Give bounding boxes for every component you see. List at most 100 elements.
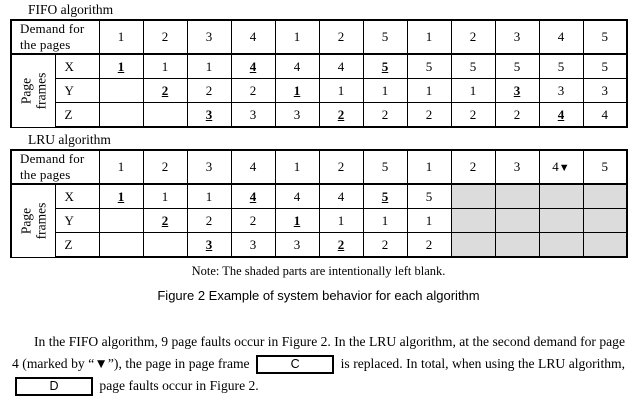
lru-demand-cell-1: 2	[142, 149, 188, 185]
lru-demand-cell-7: 1	[406, 149, 452, 185]
lru-z-3: 3	[230, 232, 276, 258]
lru-y-11	[582, 208, 628, 233]
lru-z-6: 2	[362, 232, 408, 258]
lru-y-1: 2	[142, 208, 188, 233]
lru-y-2: 2	[186, 208, 232, 233]
lru-z-10	[538, 232, 584, 258]
lru-y-3: 2	[230, 208, 276, 233]
table-row: Z 3 3 3 2 2 2 2 2 4 4	[11, 102, 628, 128]
fifo-demand-cell-4: 1	[274, 19, 320, 55]
fifo-y-1: 2	[142, 78, 188, 103]
fifo-z-7: 2	[406, 102, 452, 128]
table-row: Y 2 2 2 1 1 1 1	[11, 208, 628, 233]
lru-y-4: 1	[274, 208, 320, 233]
lru-x-3: 4	[230, 183, 276, 209]
fifo-frame-name-y: Y	[54, 78, 100, 103]
fifo-y-6: 1	[362, 78, 408, 103]
fifo-demand-cell-10: 4	[538, 19, 584, 55]
fifo-x-4: 4	[274, 53, 320, 79]
paragraph-body: In the FIFO algorithm, 9 page faults occ…	[12, 331, 625, 397]
lru-y-5: 1	[318, 208, 364, 233]
lru-frame-name-y: Y	[54, 208, 100, 233]
lru-demand-cell-0: 1	[98, 149, 144, 185]
lru-x-11	[582, 183, 628, 209]
fifo-table-body: Demand for the pages 1 2 3 4 1 2 5 1 2 3…	[10, 19, 628, 128]
fifo-demand-label: Demand for the pages	[10, 19, 100, 55]
fifo-x-3: 4	[230, 53, 276, 79]
lru-z-0	[98, 232, 144, 258]
fifo-z-10: 4	[538, 102, 584, 128]
fifo-x-10: 5	[538, 53, 584, 79]
fifo-demand-cell-1: 2	[142, 19, 188, 55]
answer-box-d[interactable]: D	[15, 377, 93, 397]
table-row: Page frames X 1 1 1 4 4 4 5 5 5 5 5 5	[10, 53, 628, 128]
down-triangle-marker-icon: ▼	[558, 162, 570, 174]
fifo-y-7: 1	[406, 78, 452, 103]
lru-y-7: 1	[406, 208, 452, 233]
lru-x-8	[450, 183, 496, 209]
fifo-frame-name-x: X	[54, 53, 100, 79]
lru-frame-name-x: X	[54, 183, 100, 209]
lru-demand-cell-11: 5	[582, 149, 628, 185]
fifo-y-4: 1	[274, 78, 320, 103]
page-frames-rotated-text: Page frames	[18, 202, 48, 239]
lru-demand-value-10: 4	[552, 159, 559, 174]
lru-y-8	[450, 208, 496, 233]
lru-x-9	[494, 183, 540, 209]
fifo-demand-cell-9: 3	[494, 19, 540, 55]
fifo-section-title: FIFO algorithm	[28, 2, 114, 17]
lru-section-title: LRU algorithm	[28, 132, 111, 147]
fifo-y-10: 3	[538, 78, 584, 103]
lru-z-2: 3	[186, 232, 232, 258]
page-frames-line2: frames	[33, 202, 49, 240]
lru-z-4: 3	[274, 232, 320, 258]
fifo-demand-cell-0: 1	[98, 19, 144, 55]
fifo-x-5: 4	[318, 53, 364, 79]
fifo-y-5: 1	[318, 78, 364, 103]
paragraph-part-3: page faults occur in Figure 2.	[99, 378, 259, 393]
lru-header-row: Demand for the pages 1 2 3 4 1 2 5 1 2 3…	[10, 149, 628, 185]
page-frames-rotated-text: Page frames	[18, 72, 48, 109]
page-frames-line1: Page	[18, 207, 34, 234]
fifo-x-2: 1	[186, 53, 232, 79]
lru-x-0: 1	[98, 183, 144, 209]
answer-box-c[interactable]: C	[256, 355, 335, 375]
fifo-y-0	[98, 78, 144, 103]
fifo-y-2: 2	[186, 78, 232, 103]
lru-x-2: 1	[186, 183, 232, 209]
figure-caption: Figure 2 Example of system behavior for …	[157, 288, 480, 303]
fifo-z-8: 2	[450, 102, 496, 128]
fifo-demand-cell-6: 5	[362, 19, 408, 55]
fifo-demand-cell-8: 2	[450, 19, 496, 55]
fifo-z-11: 4	[582, 102, 628, 128]
lru-x-6: 5	[362, 183, 408, 209]
lru-page-frames-label: Page frames	[10, 183, 56, 258]
lru-y-10	[538, 208, 584, 233]
paragraph-part-2: is replaced. In total, when using the LR…	[340, 356, 625, 371]
fifo-x-0: 1	[98, 53, 144, 79]
lru-table-body: Demand for the pages 1 2 3 4 1 2 5 1 2 3…	[10, 149, 628, 258]
lru-table: Demand for the pages 1 2 3 4 1 2 5 1 2 3…	[10, 149, 628, 258]
fifo-z-5: 2	[318, 102, 364, 128]
fifo-page-frames-label: Page frames	[10, 53, 56, 128]
paragraph-part-1: In the FIFO algorithm, 9 page faults occ…	[12, 334, 625, 371]
lru-x-7: 5	[406, 183, 452, 209]
lru-x-1: 1	[142, 183, 188, 209]
lru-z-5: 2	[318, 232, 364, 258]
lru-demand-cell-2: 3	[186, 149, 232, 185]
fifo-x-1: 1	[142, 53, 188, 79]
lru-z-11	[582, 232, 628, 258]
lru-z-1	[142, 232, 188, 258]
fifo-header-row: Demand for the pages 1 2 3 4 1 2 5 1 2 3…	[10, 19, 628, 55]
lru-x-10	[538, 183, 584, 209]
shaded-parts-note: Note: The shaded parts are intentionally…	[191, 264, 446, 278]
lru-frame-name-z: Z	[54, 232, 100, 258]
fifo-x-8: 5	[450, 53, 496, 79]
fifo-table: Demand for the pages 1 2 3 4 1 2 5 1 2 3…	[10, 19, 628, 128]
lru-demand-cell-6: 5	[362, 149, 408, 185]
fifo-y-3: 2	[230, 78, 276, 103]
fifo-z-9: 2	[494, 102, 540, 128]
fifo-x-11: 5	[582, 53, 628, 79]
fifo-z-0	[98, 102, 144, 128]
fifo-x-6: 5	[362, 53, 408, 79]
